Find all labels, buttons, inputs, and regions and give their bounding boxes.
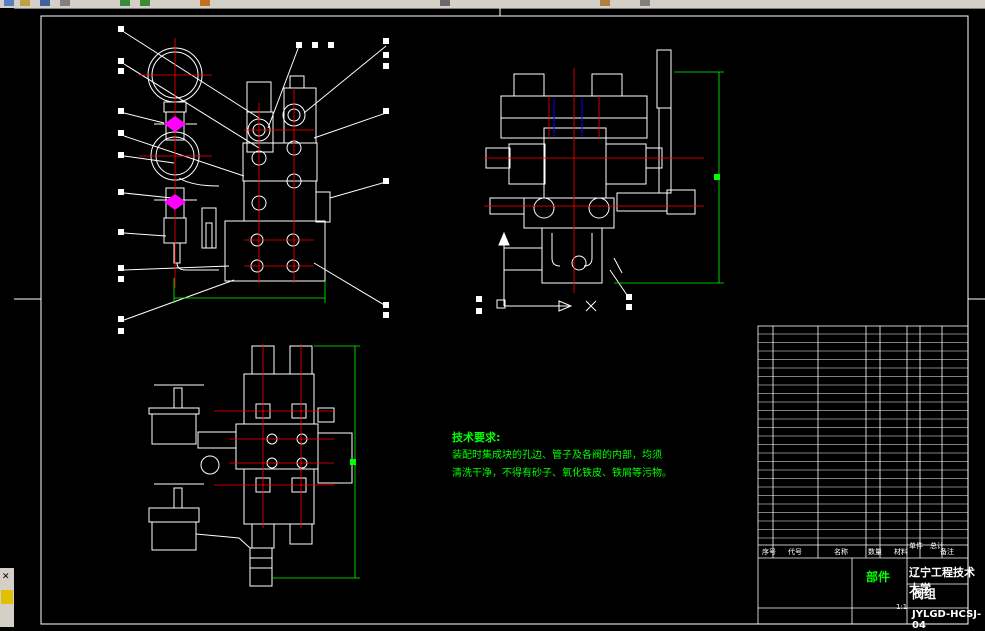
tech-requirement-line: 清洗干净，不得有砂子、氧化铁皮、铁屑等污物。 — [452, 468, 672, 479]
school-name: 辽宁工程技术大学 — [909, 566, 975, 595]
bom-header: 代号 — [788, 548, 802, 556]
undo-icon[interactable] — [120, 0, 130, 6]
side-view-centerlines — [484, 68, 704, 293]
part-label: 部件 — [866, 570, 891, 584]
bom-header: 单件 — [909, 542, 923, 550]
bom-header: 数量 — [868, 548, 882, 556]
title-block — [757, 325, 969, 625]
side-view-hidden — [553, 98, 583, 136]
drawing-code: JYLGD-HCSJ-04 — [912, 609, 982, 631]
layer-icon[interactable] — [600, 0, 610, 6]
bom-header: 材料 — [894, 548, 908, 556]
side-view-dimensions — [614, 71, 724, 284]
sheet-border — [40, 15, 969, 625]
bom-header: 总计 — [930, 542, 944, 550]
bom-header: 备注 — [940, 548, 954, 556]
save-icon[interactable] — [40, 0, 50, 6]
open-icon[interactable] — [20, 0, 30, 6]
view-direction-arrow — [496, 231, 597, 312]
front-view-balloons — [118, 26, 389, 334]
top-view-centerlines — [214, 344, 334, 528]
close-icon[interactable]: ✕ — [2, 572, 10, 582]
properties-icon[interactable] — [640, 0, 650, 6]
print-icon[interactable] — [60, 0, 70, 6]
left-tool-panel — [0, 8, 14, 627]
front-view-valves — [164, 116, 186, 210]
cad-drawing-canvas[interactable] — [14, 8, 985, 627]
toolbar — [0, 0, 985, 9]
front-view-dimensions — [173, 278, 326, 303]
bom-header: 名称 — [834, 548, 848, 556]
redo-icon[interactable] — [140, 0, 150, 6]
top-view — [148, 345, 353, 587]
new-icon[interactable] — [4, 0, 14, 6]
drawing-name: 阀组 — [912, 587, 937, 601]
bom-rows — [758, 333, 968, 539]
left-toolbar-strip[interactable]: ✕ — [0, 568, 14, 627]
tech-requirements-title: 技术要求: — [452, 431, 501, 444]
drawing-scale: 1:1 — [896, 603, 908, 611]
tool-icon[interactable] — [1, 590, 13, 604]
bom-header: 序号 — [762, 548, 776, 556]
top-view-dimensions — [272, 345, 360, 579]
front-view-centerlines — [139, 38, 314, 288]
pan-icon[interactable] — [200, 0, 210, 6]
side-view — [485, 49, 696, 299]
tech-requirement-line: 装配时集成块的孔边、管子及各阀的内部，均须 — [452, 450, 662, 461]
zoom-icon[interactable] — [440, 0, 450, 6]
